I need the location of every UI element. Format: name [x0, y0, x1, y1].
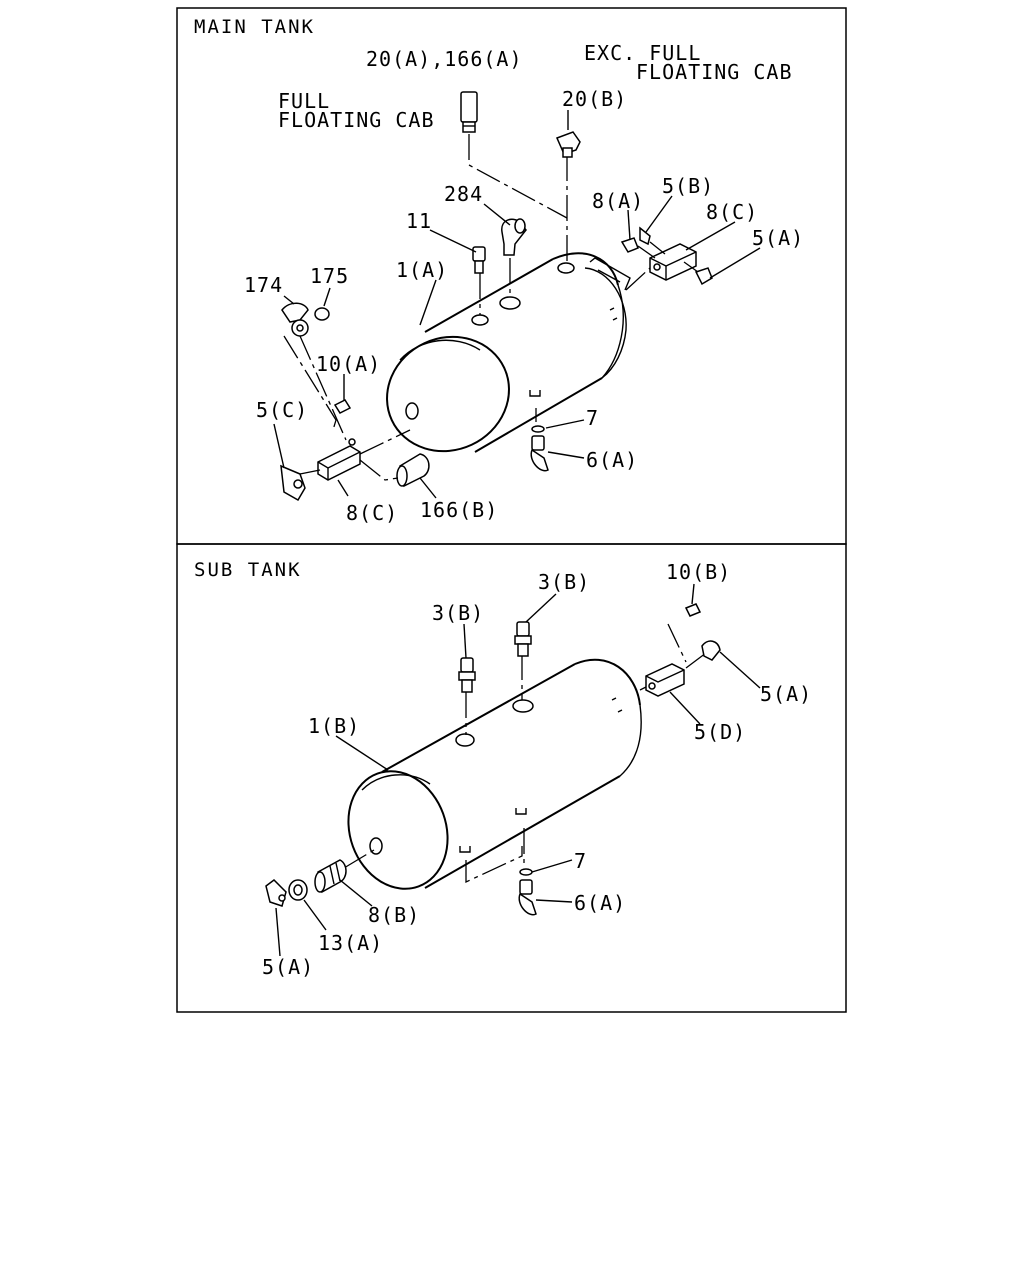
label-7-sub: 7 — [574, 849, 587, 873]
part-5c — [280, 464, 306, 502]
part-166b — [396, 453, 430, 488]
label-7-main: 7 — [586, 406, 599, 430]
part-5d — [645, 663, 685, 697]
label-284: 284 — [444, 182, 483, 206]
part-3b-right — [514, 621, 532, 657]
label-8c-top: 8(C) — [706, 200, 758, 224]
label-5a-sub-bottom: 5(A) — [262, 955, 314, 979]
note-full-floating-cab-line2: FLOATING CAB — [278, 108, 435, 132]
part-7-sub — [519, 868, 533, 876]
part-8c-manifold-left — [317, 438, 361, 481]
label-10a: 10(A) — [316, 352, 381, 376]
label-5a-sub-right: 5(A) — [760, 682, 812, 706]
label-5d: 5(D) — [694, 720, 746, 744]
note-exc-full-floating-cab-line2: FLOATING CAB — [636, 60, 793, 84]
label-3b-right: 3(B) — [538, 570, 590, 594]
part-5a-sub-right — [701, 640, 721, 661]
part-6a-sub — [518, 879, 537, 916]
sub-tank-panel — [176, 543, 847, 1013]
part-20a-166a — [460, 91, 478, 133]
part-10a — [333, 399, 352, 414]
label-5a: 5(A) — [752, 226, 804, 250]
label-20a-166a: 20(A),166(A) — [366, 47, 523, 71]
part-13a — [288, 879, 308, 901]
label-175: 175 — [310, 264, 349, 288]
label-13a: 13(A) — [318, 931, 383, 955]
part-175 — [314, 307, 330, 321]
part-5a-sub-bottom — [265, 879, 287, 907]
label-1a: 1(A) — [396, 258, 448, 282]
label-1b: 1(B) — [308, 714, 360, 738]
part-20b — [555, 131, 581, 158]
part-10b — [684, 603, 702, 617]
note-exc-full-floating-cab-line1: EXC. FULL — [584, 41, 701, 65]
label-20b: 20(B) — [562, 87, 627, 111]
sub-tank-title: SUB TANK — [194, 559, 302, 581]
sub-tank-drawing — [265, 583, 761, 957]
label-174: 174 — [244, 273, 283, 297]
label-5c: 5(C) — [256, 398, 308, 422]
label-10b: 10(B) — [666, 560, 731, 584]
part-11 — [472, 246, 486, 274]
part-174 — [281, 302, 309, 337]
label-11: 11 — [406, 209, 432, 233]
label-8c-bottom: 8(C) — [346, 501, 398, 525]
label-166b: 166(B) — [420, 498, 498, 522]
note-full-floating-cab-line1: FULL — [278, 89, 330, 113]
part-8c-manifold-right — [620, 226, 713, 291]
sub-air-tank — [347, 658, 642, 890]
main-air-tank — [386, 252, 631, 453]
part-284 — [501, 218, 527, 256]
main-tank-title: MAIN TANK — [194, 16, 315, 38]
label-6a-main: 6(A) — [586, 448, 638, 472]
label-8b: 8(B) — [368, 903, 420, 927]
label-8a: 8(A) — [592, 189, 644, 213]
part-6a — [530, 435, 549, 472]
label-5b: 5(B) — [662, 174, 714, 198]
label-3b-left: 3(B) — [432, 601, 484, 625]
main-tank-drawing — [273, 91, 761, 502]
label-6a-sub: 6(A) — [574, 891, 626, 915]
part-7 — [531, 425, 545, 433]
part-3b-left — [458, 657, 476, 693]
part-8b — [314, 859, 347, 894]
